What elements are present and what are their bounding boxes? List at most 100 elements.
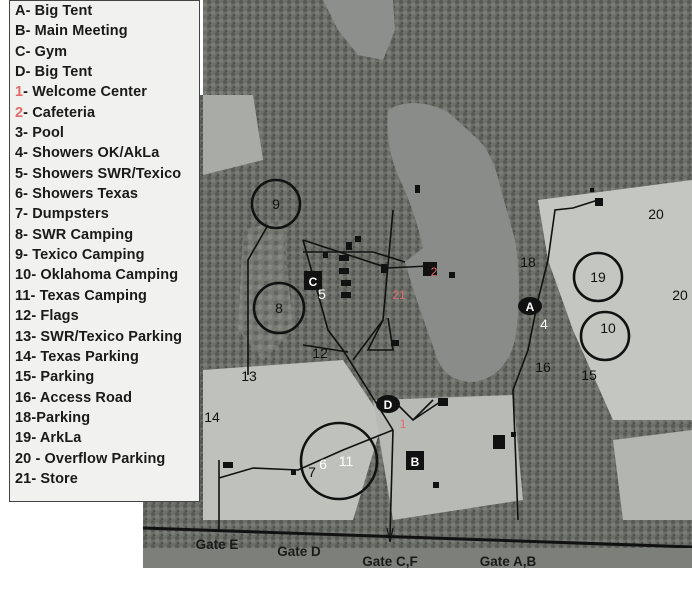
legend-item-text: - Pool xyxy=(23,125,65,142)
gate-ab-label: Gate A,B xyxy=(480,554,537,568)
legend-item-key: 7 xyxy=(15,206,24,223)
north-pond xyxy=(323,0,395,60)
ring-arkla-19 xyxy=(572,251,624,303)
legend-item-text: - Welcome Center xyxy=(23,84,147,101)
gate-d-label: Gate D xyxy=(277,544,321,559)
legend-item: 15- Parking xyxy=(15,367,195,387)
legend-item-key: 6 xyxy=(15,186,24,203)
marker-c-label: C xyxy=(309,275,318,289)
field-east xyxy=(538,180,692,420)
legend-item: 6- Showers Texas xyxy=(15,184,195,204)
legend-item-key: 16 xyxy=(15,389,32,406)
label-overflow-parking-a: 20 xyxy=(648,206,664,222)
legend-item-text: - Big Tent xyxy=(25,3,93,19)
label-oklahoma-camping: 10 xyxy=(600,320,616,336)
legend-item-text: - Big Tent xyxy=(25,64,93,81)
field-south xyxy=(373,395,523,520)
legend-item-text: - Store xyxy=(31,470,78,487)
label-welcome-center: 1 xyxy=(400,417,407,431)
legend-item: B- Main Meeting xyxy=(15,21,195,41)
label-arkla: 19 xyxy=(590,269,606,285)
ring-camping-10 xyxy=(579,310,631,362)
legend-item-text: - Texico Camping xyxy=(23,247,145,264)
legend-item: 12- Flags xyxy=(15,306,195,326)
label-texas-parking: 14 xyxy=(204,409,220,425)
legend-item-text: - Main Meeting xyxy=(25,23,128,40)
legend-item-key: 20 xyxy=(15,450,32,467)
label-parking-18: 18 xyxy=(520,254,536,270)
legend-item-key: C xyxy=(15,43,26,60)
legend-item: 18-Parking xyxy=(15,408,195,428)
legend-item-key: D xyxy=(15,64,26,81)
legend-item: C- Gym xyxy=(15,42,195,62)
ring-camping-8 xyxy=(252,281,306,335)
marker-b xyxy=(406,451,424,470)
label-store: 21 xyxy=(392,288,406,302)
south-road xyxy=(143,526,692,549)
gate-cf-label: Gate C,F xyxy=(362,554,418,568)
legend-item-text: - Showers OK/AkLa xyxy=(23,145,160,162)
south-strip xyxy=(143,548,692,568)
legend-item-text: - Cafeteria xyxy=(23,104,96,121)
field-northwest xyxy=(203,95,263,175)
legend-item: 4- Showers OK/AkLa xyxy=(15,143,195,163)
legend-item-key: 19 xyxy=(15,430,32,447)
label-cafeteria: 2 xyxy=(431,265,438,279)
legend-item-key: 5 xyxy=(15,165,24,182)
gate-e-label: Gate E xyxy=(196,537,239,552)
legend-item-key: 15 xyxy=(15,369,32,386)
legend-item-key: 8 xyxy=(15,226,24,243)
legend-item: D- Big Tent xyxy=(15,62,195,82)
legend-item-text: - SWR/Texico Parking xyxy=(31,328,183,345)
marker-d-label: D xyxy=(384,398,393,412)
marker-d xyxy=(376,395,400,413)
legend-item-text: - Texas Parking xyxy=(31,348,139,365)
legend-item-key: 1 xyxy=(15,84,24,101)
legend-item-key: 9 xyxy=(15,247,24,264)
legend-item: A- Big Tent xyxy=(15,1,195,21)
legend-item-text: - Gym xyxy=(25,43,68,60)
label-texas-camping: 11 xyxy=(339,453,354,469)
aerial-map: C B A D 9 8 5 12 13 14 11 6 7 18 19 10 4… xyxy=(143,0,692,568)
legend-item-key: 12 xyxy=(15,308,32,325)
legend-item-text: -Parking xyxy=(31,409,91,426)
legend-item: 2- Cafeteria xyxy=(15,103,195,123)
label-showers-texas: 6 xyxy=(319,456,327,472)
field-southwest xyxy=(203,360,383,520)
legend-item-key: 13 xyxy=(15,328,32,345)
legend-item: 10- Oklahoma Camping xyxy=(15,265,195,285)
legend-item: 14- Texas Parking xyxy=(15,347,195,367)
legend-item-key: 2 xyxy=(15,104,24,121)
legend-item-key: B xyxy=(15,23,26,40)
legend-item-key: A xyxy=(15,3,26,19)
label-overflow-parking-b: 20 xyxy=(672,287,688,303)
lake xyxy=(387,102,519,382)
label-dumpsters: 7 xyxy=(308,464,316,480)
label-showers-swr: 5 xyxy=(318,286,326,302)
marker-b-label: B xyxy=(411,455,420,469)
legend-item-text: - Parking xyxy=(31,369,95,386)
legend-item: 20 - Overflow Parking xyxy=(15,449,195,469)
legend-item: 5- Showers SWR/Texico xyxy=(15,164,195,184)
label-parking-15: 15 xyxy=(581,367,597,383)
legend-item: 8- SWR Camping xyxy=(15,225,195,245)
ring-camping-9 xyxy=(250,178,302,230)
legend-item-key: 18 xyxy=(15,409,32,426)
label-flags: 12 xyxy=(312,345,328,361)
legend-item-key: 14 xyxy=(15,348,32,365)
legend-item-text: - SWR Camping xyxy=(23,226,134,243)
legend-item-text: - Showers Texas xyxy=(23,186,139,203)
gate-cf-marker xyxy=(386,527,394,543)
legend-item-text: - Overflow Parking xyxy=(31,450,166,467)
ring-camping-11 xyxy=(299,421,379,501)
legend-item-text: - Oklahoma Camping xyxy=(31,267,179,284)
legend-item-text: - Access Road xyxy=(31,389,133,406)
legend-item-key: 4 xyxy=(15,145,24,162)
buildings xyxy=(223,185,603,488)
legend-item: 13- SWR/Texico Parking xyxy=(15,327,195,347)
legend-item: 3- Pool xyxy=(15,123,195,143)
legend-item: 1- Welcome Center xyxy=(15,82,195,102)
legend-item-text: - Showers SWR/Texico xyxy=(23,165,182,182)
